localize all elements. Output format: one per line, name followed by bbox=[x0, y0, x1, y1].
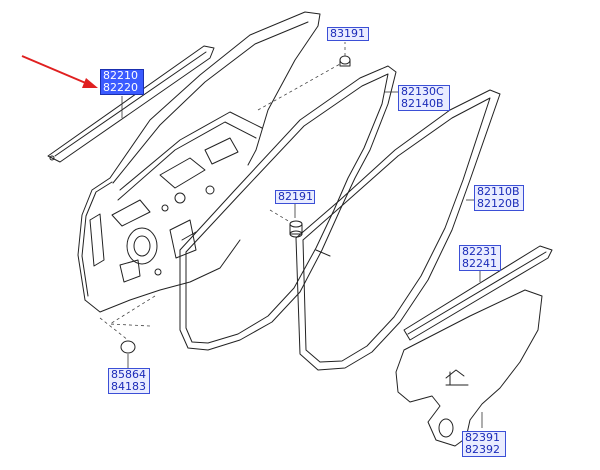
belt-molding bbox=[47, 45, 215, 163]
clip-83191 bbox=[339, 55, 351, 67]
callout-line: 82220 bbox=[103, 82, 141, 94]
glass-run-strip bbox=[403, 245, 553, 341]
callout-line: 85864 bbox=[111, 368, 146, 381]
callout-line: 82231 bbox=[462, 245, 497, 258]
callout-line: 82130C bbox=[401, 85, 444, 98]
callout-83191[interactable]: 83191 bbox=[327, 27, 369, 41]
callout-82391[interactable]: 82391 82392 bbox=[462, 431, 506, 457]
callout-line: 82140B bbox=[401, 97, 444, 110]
callout-line: 82391 bbox=[465, 431, 500, 444]
callout-82231[interactable]: 82231 82241 bbox=[459, 245, 501, 271]
grommet-85864 bbox=[120, 340, 136, 354]
callout-line: 82120B bbox=[477, 197, 520, 210]
callout-line: 82210 bbox=[103, 69, 138, 82]
callout-line: 82110B bbox=[477, 185, 520, 198]
leader-82191 bbox=[269, 209, 291, 223]
door-weatherstrip-outer bbox=[295, 89, 501, 371]
door-sealing-cover bbox=[395, 289, 543, 447]
red-arrow-icon bbox=[21, 55, 98, 88]
callout-82110b[interactable]: 82110B 82120B bbox=[474, 185, 524, 211]
body-weatherstrip-inner bbox=[179, 65, 397, 351]
callout-line: 82241 bbox=[462, 257, 497, 270]
callout-line: 84183 bbox=[111, 380, 146, 393]
callout-82191[interactable]: 82191 bbox=[275, 190, 315, 204]
callout-line: 82191 bbox=[278, 190, 313, 203]
leader-grommet-b bbox=[108, 295, 156, 327]
callout-82210[interactable]: 82210 82220 bbox=[100, 69, 144, 95]
callout-85864[interactable]: 85864 84183 bbox=[108, 368, 150, 394]
plug-82191 bbox=[289, 220, 303, 238]
callout-line: 83191 bbox=[330, 27, 365, 40]
callout-82130c[interactable]: 82130C 82140B bbox=[398, 85, 450, 111]
callout-line: 82392 bbox=[465, 443, 500, 456]
door-panel bbox=[77, 11, 321, 313]
leader-clip-door bbox=[257, 63, 341, 111]
